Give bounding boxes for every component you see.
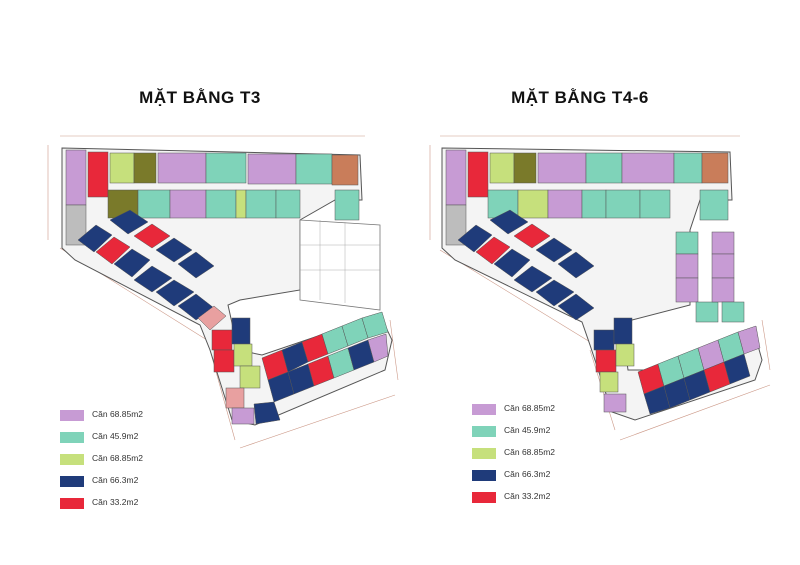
floor-plan-panel-t4-6: MẶT BẰNG T4-6 <box>400 0 800 565</box>
legend-label: Căn 45.9m2 <box>504 425 551 435</box>
legend-swatch <box>472 404 496 415</box>
diagonal-wing-units <box>457 209 635 413</box>
floor-plan-title-t3: MẶT BẰNG T3 <box>139 88 261 107</box>
legend-swatch <box>60 476 84 487</box>
floor-plan-drawing-t4-6 <box>429 135 771 441</box>
legend-swatch <box>472 470 496 481</box>
legend-label: Căn 68.85m2 <box>92 409 144 419</box>
legend-swatch <box>472 426 496 437</box>
legend-label: Căn 68.85m2 <box>504 403 556 413</box>
diagonal-wing-units <box>77 209 261 425</box>
legend-swatch <box>60 432 84 443</box>
east-wing-units <box>675 231 745 323</box>
legend-label: Căn 33.2m2 <box>504 491 551 501</box>
legend-label: Căn 68.85m2 <box>504 447 556 457</box>
legend-label: Căn 45.9m2 <box>92 431 139 441</box>
legend-label: Căn 66.3m2 <box>92 475 139 485</box>
floor-plan-panel-t3: MẶT BẰNG T3 <box>47 88 399 509</box>
legend-label: Căn 68.85m2 <box>92 453 144 463</box>
legend-swatch <box>472 492 496 503</box>
floor-plan-drawing-t3 <box>47 135 399 449</box>
legend-label: Căn 66.3m2 <box>504 469 551 479</box>
legend-swatch <box>60 410 84 421</box>
floor-plan-title-t4-6: MẶT BẰNG T4-6 <box>511 88 649 107</box>
legend-swatch <box>60 454 84 465</box>
bottom-wing-units <box>637 325 761 415</box>
legend-label: Căn 33.2m2 <box>92 497 139 507</box>
legend-swatch <box>60 498 84 509</box>
bottom-wing-units <box>253 311 389 425</box>
top-wing-units <box>445 149 729 246</box>
legend-swatch <box>472 448 496 459</box>
atrium-area <box>299 219 381 311</box>
top-wing-units <box>65 149 360 246</box>
